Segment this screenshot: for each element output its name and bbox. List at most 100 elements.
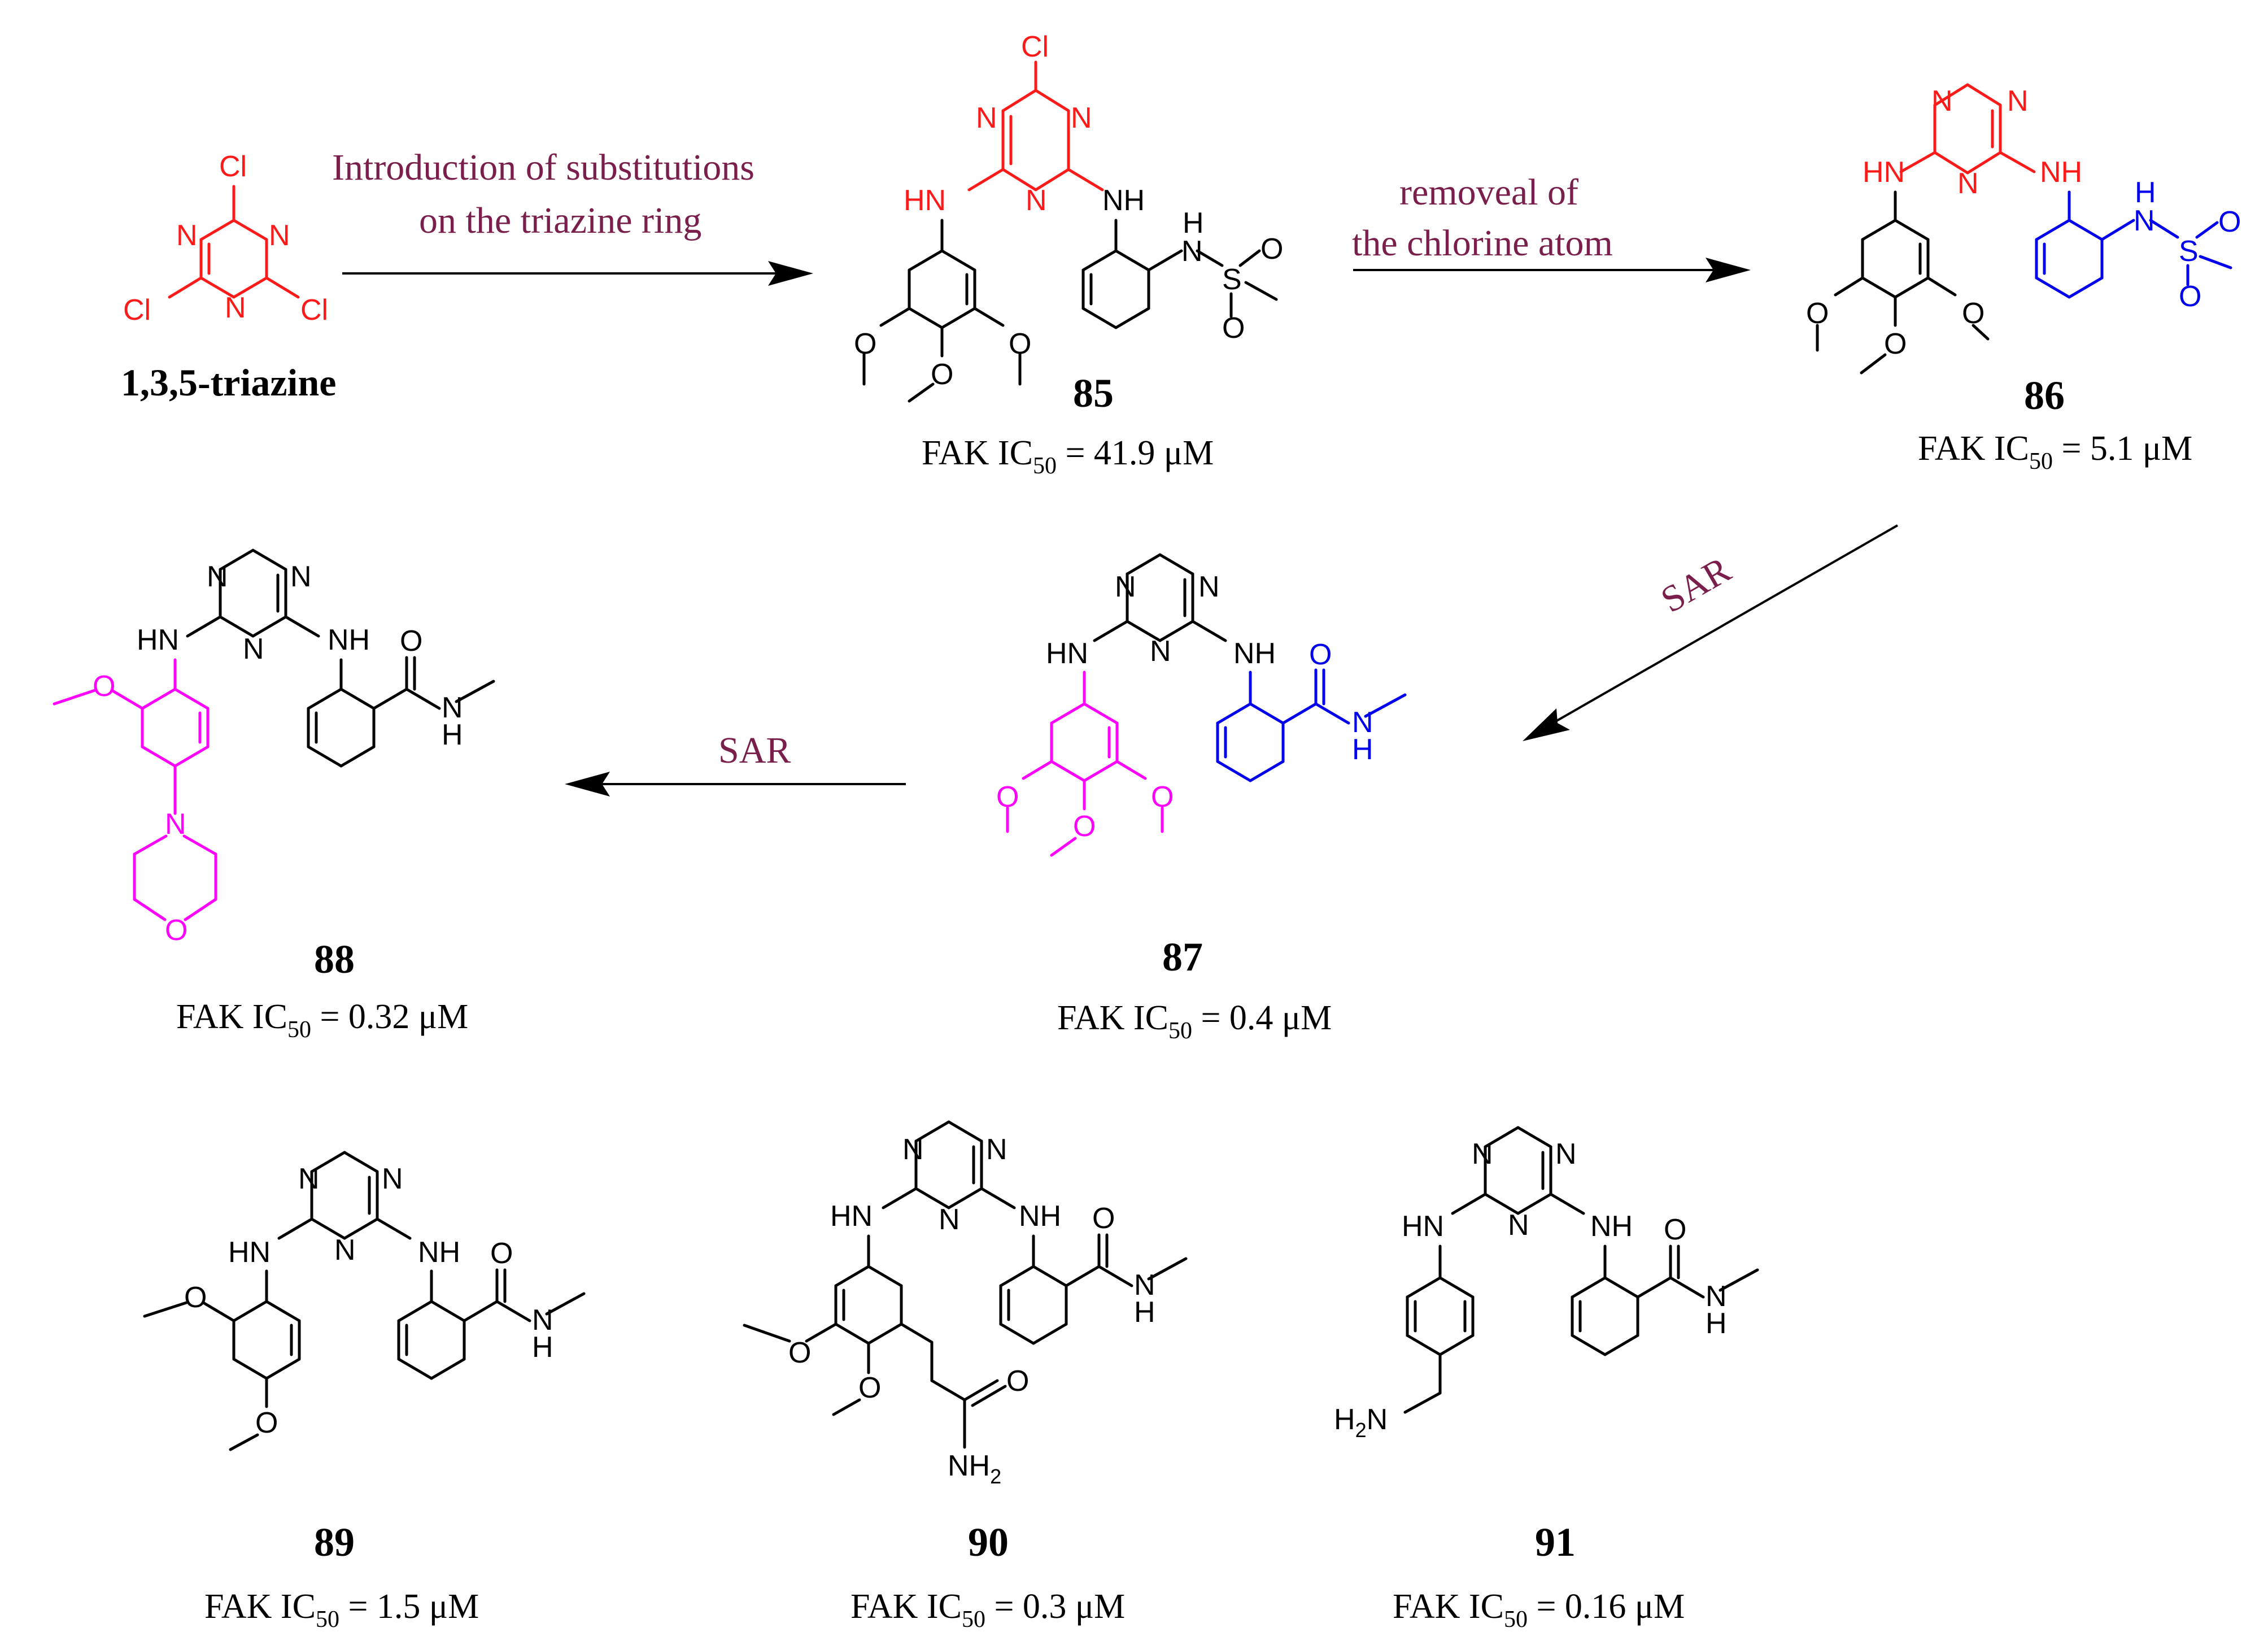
sulfur-atom: S xyxy=(2179,235,2199,268)
nitrogen-atom: N xyxy=(1181,235,1203,268)
nitrogen-atom: N xyxy=(2007,85,2029,118)
triazine-core xyxy=(186,549,320,638)
nitrogen-atom: N xyxy=(298,1163,320,1195)
benzamide-ring xyxy=(1571,1244,1759,1356)
oxygen-atom: O xyxy=(931,358,953,391)
nitrogen-atom: N xyxy=(1957,167,1979,200)
nh-group: NH xyxy=(328,624,370,656)
reaction-arrow-4: SAR xyxy=(565,730,906,797)
activity-value: FAK IC50 = 5.1 μM xyxy=(1918,429,2192,475)
activity-value: FAK IC50 = 0.32 μM xyxy=(176,998,468,1043)
nitrogen-atom: N xyxy=(939,1203,960,1236)
methoxy-morpholinophenyl-ring xyxy=(53,658,217,921)
reaction-arrow-3: SAR xyxy=(1523,524,1898,741)
compound-triazine: Cl N N N Cl Cl 1,3,5-triazine xyxy=(121,150,336,404)
hn-group: HN xyxy=(1863,156,1905,189)
triazine-core xyxy=(277,1151,412,1240)
aminomethylphenyl-ring xyxy=(1403,1244,1475,1414)
compound-88: N N N HN NH O N O xyxy=(53,549,495,1043)
nitrogen-atom: N xyxy=(1555,1138,1577,1170)
oxygen-atom: O xyxy=(1151,781,1174,813)
step-label-line: Introduction of substitutions xyxy=(332,147,754,188)
nitrogen-atom: N xyxy=(1508,1209,1529,1242)
nitrogen-atom: N xyxy=(1472,1138,1493,1170)
oxygen-atom: O xyxy=(1222,312,1245,345)
oxygen-atom: O xyxy=(858,1372,881,1404)
nitrogen-atom: N xyxy=(1071,102,1092,134)
compound-number: 86 xyxy=(2024,373,2065,418)
benzamide-ring xyxy=(307,656,495,768)
compound-number: 89 xyxy=(314,1520,355,1565)
oxygen-atom: O xyxy=(184,1281,207,1314)
nitrogen-atom: N xyxy=(1931,85,1953,118)
hydrogen-atom: H xyxy=(1183,207,1204,240)
nh-group: NH xyxy=(418,1236,460,1269)
compound-number: 85 xyxy=(1073,371,1114,416)
oxygen-atom: O xyxy=(1309,638,1332,671)
step-label-line: the chlorine atom xyxy=(1352,223,1613,264)
nh-group: NH xyxy=(2040,156,2082,189)
compound-number: 91 xyxy=(1535,1520,1576,1565)
benzamide-ring xyxy=(397,1268,586,1380)
amide-nh2-group: NH2 xyxy=(948,1450,1001,1488)
nitrogen-atom: N xyxy=(1134,1269,1155,1302)
compound-number: 90 xyxy=(968,1520,1009,1565)
compound-number: 87 xyxy=(1162,934,1203,980)
compound-89: N N N HN NH O O xyxy=(143,1151,586,1633)
nitrogen-atom: N xyxy=(1352,706,1373,739)
chlorine-atom: Cl xyxy=(300,294,328,327)
activity-value: FAK IC50 = 1.5 μM xyxy=(204,1587,479,1633)
oxygen-atom: O xyxy=(165,914,187,947)
oxygen-atom: O xyxy=(854,328,876,360)
triazine-core xyxy=(1451,1126,1585,1215)
nitrogen-atom: N xyxy=(1115,571,1136,603)
nitrogen-atom: N xyxy=(207,560,228,593)
compound-name: 1,3,5-triazine xyxy=(121,361,336,404)
hydrogen-atom: H xyxy=(2135,176,2156,209)
nitrogen-atom: N xyxy=(243,633,264,665)
oxygen-atom: O xyxy=(1073,810,1096,843)
hn-group: HN xyxy=(137,624,179,656)
oxygen-atom: O xyxy=(1006,1365,1029,1398)
triazine-core xyxy=(1899,83,2036,175)
nh-group: NH xyxy=(1019,1200,1061,1233)
nitrogen-atom: N xyxy=(902,1133,924,1166)
nitrogen-atom: N xyxy=(225,291,246,324)
hydrogen-atom: H xyxy=(442,719,463,751)
oxygen-atom: O xyxy=(255,1407,278,1439)
nitrogen-atom: N xyxy=(2134,204,2155,237)
nitrogen-atom: N xyxy=(1706,1280,1727,1313)
nh-group: NH xyxy=(1233,637,1276,670)
oxygen-atom: O xyxy=(996,781,1019,813)
oxygen-atom: O xyxy=(788,1337,811,1369)
triazine-core xyxy=(967,60,1104,192)
trimethoxyphenyl-ring xyxy=(1816,190,1990,375)
hydrogen-atom: H xyxy=(1352,733,1373,766)
activity-value: FAK IC50 = 0.3 μM xyxy=(851,1587,1125,1633)
step-label-line: removeal of xyxy=(1399,172,1578,213)
compound-86: N N N HN NH O O O xyxy=(1806,83,2241,475)
nitrogen-atom: N xyxy=(1026,184,1047,217)
compound-number: 88 xyxy=(314,937,355,982)
triazine-bonds xyxy=(168,185,300,299)
chlorine-atom: Cl xyxy=(1021,31,1049,63)
sulfonamide-phenyl-ring xyxy=(1081,219,1278,329)
nitrogen-atom: N xyxy=(290,560,312,593)
activity-value: FAK IC50 = 41.9 μM xyxy=(922,434,1214,479)
nh-group: NH xyxy=(1102,184,1145,217)
oxygen-atom: O xyxy=(1261,233,1283,266)
oxygen-atom: O xyxy=(2179,280,2201,313)
oxygen-atom: O xyxy=(400,625,422,658)
oxygen-atom: O xyxy=(1806,297,1829,330)
dimethoxyphenyl-ring xyxy=(143,1269,301,1451)
oxygen-atom: O xyxy=(2218,206,2241,238)
nitrogen-atom: N xyxy=(165,808,186,841)
compound-87: N N N HN NH O O O xyxy=(996,553,1407,1044)
activity-value: FAK IC50 = 0.4 μM xyxy=(1057,999,1332,1044)
oxygen-atom: O xyxy=(1092,1202,1115,1235)
step-label-line: SAR xyxy=(718,730,791,771)
nh-group: NH xyxy=(1590,1210,1633,1243)
compound-91: N N N HN NH H2N xyxy=(1334,1126,1759,1633)
benzamide-ring xyxy=(999,1233,1188,1345)
hydrogen-atom: H xyxy=(1706,1307,1727,1340)
